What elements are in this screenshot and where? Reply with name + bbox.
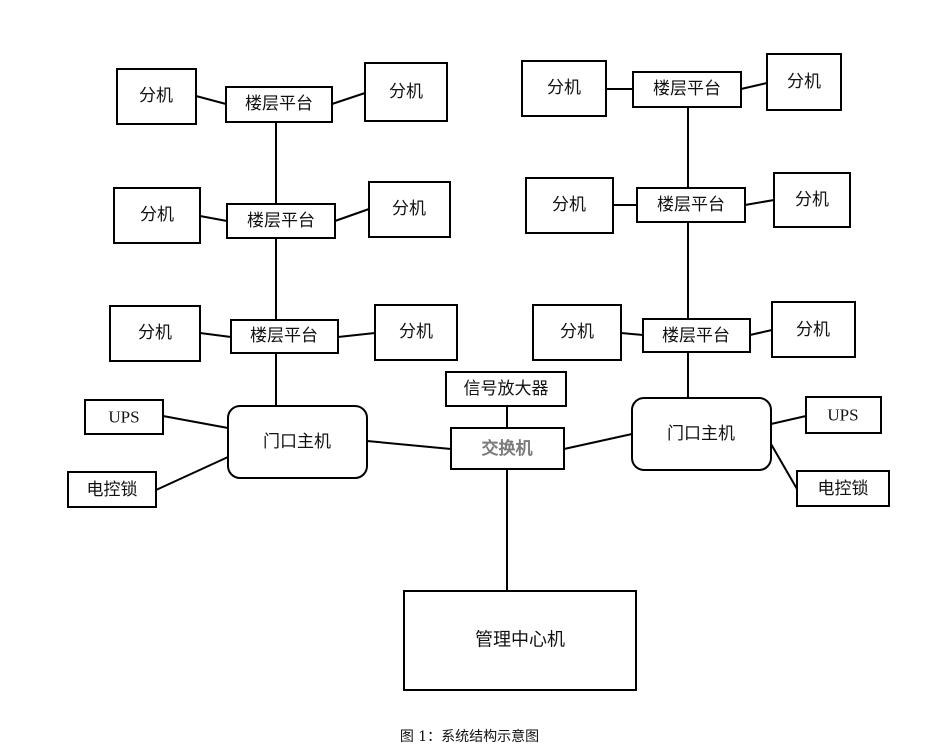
center-box — [403, 590, 637, 691]
ups-label: UPS — [827, 406, 858, 425]
right-host-group: 门口主机 UPS 电控锁 — [631, 396, 890, 507]
amplifier-label: 信号放大器 — [464, 379, 549, 399]
edge-left-f3-ext-right — [337, 332, 376, 338]
left-floor-3: 分机 楼层平台 分机 — [109, 304, 458, 362]
amplifier-box — [445, 371, 567, 407]
floor-platform-label: 楼层平台 — [662, 326, 730, 346]
right-floor-2: 分机 楼层平台 分机 — [525, 172, 851, 234]
left-host-group: 门口主机 UPS 电控锁 — [67, 399, 368, 508]
floor-platform-box — [226, 203, 336, 239]
ext-label: 分机 — [787, 72, 821, 92]
ext-label: 分机 — [795, 190, 829, 210]
floor-platform-box — [632, 71, 742, 108]
edge-left-f2-ext-left — [199, 215, 228, 222]
ext-box — [109, 305, 201, 362]
edge-right-host-switch — [563, 433, 633, 450]
edge-right-elock — [770, 443, 798, 490]
ext-box — [368, 181, 451, 238]
ext-box — [364, 62, 448, 122]
door-host-label: 门口主机 — [263, 432, 331, 452]
door-host-box — [227, 405, 368, 479]
system-structure-diagram: 分机 楼层平台 分机 分机 楼层平台 分机 分机 楼层平台 分机 门口主机 UP… — [67, 53, 890, 691]
elock-box — [796, 470, 890, 507]
ext-box — [113, 187, 201, 244]
center-group: 信号放大器 交换机 管理中心机 — [403, 371, 637, 691]
ext-label: 分机 — [547, 78, 581, 98]
ext-label: 分机 — [392, 199, 426, 219]
figure-caption: 图 1：系统结构示意图 — [399, 729, 540, 745]
floor-platform-label: 楼层平台 — [247, 211, 315, 231]
switch-label: 交换机 — [482, 438, 533, 459]
edge-left-f2-ext-right — [334, 208, 370, 222]
ext-label: 分机 — [140, 205, 174, 225]
edge-left-f1-ext-left — [195, 95, 227, 105]
ext-label: 分机 — [552, 195, 586, 215]
floor-platform-box — [230, 319, 339, 354]
elock-label: 电控锁 — [87, 480, 138, 500]
center-label: 管理中心机 — [475, 630, 565, 651]
floor-platform-label: 楼层平台 — [245, 94, 313, 114]
ext-label: 分机 — [139, 86, 173, 106]
ext-label: 分机 — [560, 322, 594, 342]
ext-box — [766, 53, 842, 111]
door-host-label: 门口主机 — [667, 424, 735, 444]
door-host-box — [631, 397, 772, 471]
ext-box — [773, 172, 851, 228]
left-floor-1: 分机 楼层平台 分机 — [116, 62, 448, 125]
floor-platform-box — [642, 318, 751, 353]
floor-platform-label: 楼层平台 — [250, 326, 318, 346]
ups-box — [805, 396, 882, 434]
switch-box — [450, 427, 565, 470]
right-floor-1: 分机 楼层平台 分机 — [521, 53, 842, 117]
edge-right-f3-ext-left — [620, 332, 644, 336]
ext-label: 分机 — [138, 323, 172, 343]
edge-left-ups — [162, 415, 229, 429]
edge-left-elock — [155, 456, 229, 491]
floor-platform-label: 楼层平台 — [657, 195, 725, 215]
ext-box — [771, 301, 856, 358]
ext-label: 分机 — [796, 320, 830, 340]
ext-box — [116, 68, 197, 125]
edge-right-ups — [770, 415, 807, 425]
floor-platform-box — [636, 187, 746, 223]
ups-label: UPS — [108, 408, 139, 427]
edge-right-f3-ext-right — [749, 329, 773, 336]
elock-box — [67, 471, 157, 508]
ext-box — [525, 177, 614, 234]
ext-box — [374, 304, 458, 361]
edge-left-f3-ext-left — [199, 332, 232, 338]
ext-box — [532, 304, 622, 361]
edge-right-f2-ext-right — [744, 199, 775, 206]
edge-right-f1-ext-right — [740, 82, 768, 90]
elock-label: 电控锁 — [818, 479, 869, 499]
edge-left-host-switch — [366, 440, 452, 450]
ups-box — [84, 399, 164, 435]
ext-label: 分机 — [389, 82, 423, 102]
right-floor-3: 分机 楼层平台 分机 — [532, 301, 856, 361]
edge-left-f1-ext-right — [331, 92, 366, 105]
floor-platform-label: 楼层平台 — [653, 79, 721, 99]
floor-platform-box — [225, 86, 333, 123]
ext-box — [521, 60, 607, 117]
left-floor-2: 分机 楼层平台 分机 — [113, 181, 451, 244]
connectors — [155, 82, 807, 591]
ext-label: 分机 — [399, 322, 433, 342]
